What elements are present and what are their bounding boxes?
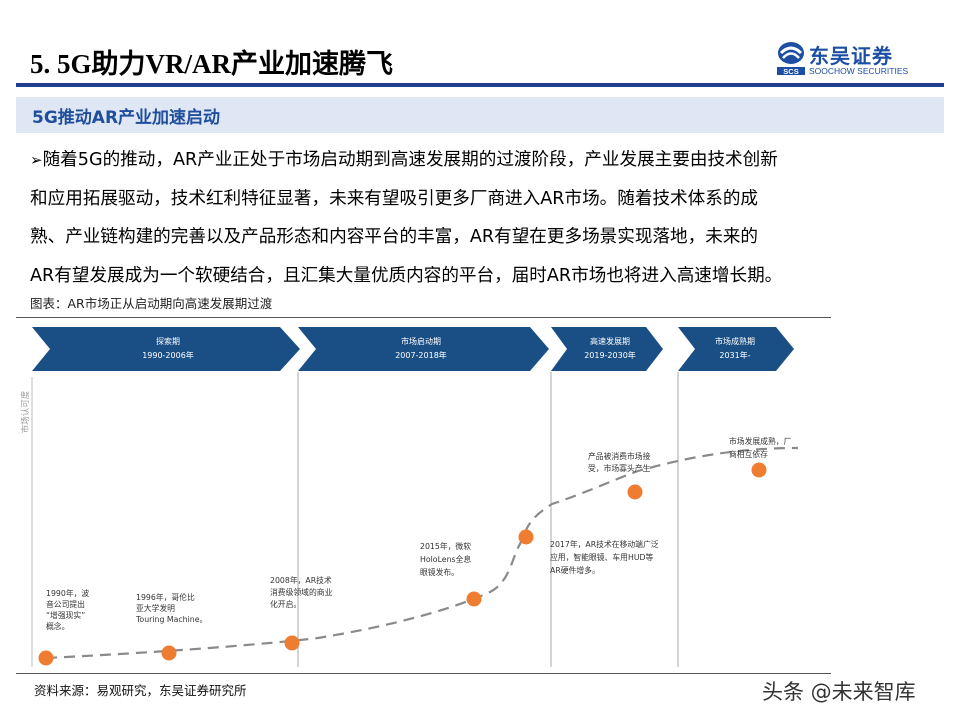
bullet-arrow-icon: ➢ <box>30 151 43 169</box>
milestone-labels: 1990年，波 音公司提出 “增强现实” 概念。 1996年，哥伦比 亚大学发明… <box>46 436 792 631</box>
milestone-text: 应用，智能眼镜、车用HUD等 <box>550 552 654 562</box>
phase-years: 1990-2006年 <box>142 350 194 360</box>
milestone-note: 2008年，AR技术 消费级领域的商业 化开启。 <box>270 575 333 609</box>
milestone-marker <box>466 591 482 607</box>
milestone-text: Touring Machine。 <box>135 615 207 624</box>
figure-top-rule <box>16 317 831 318</box>
milestone-text: 眼镜发布。 <box>420 567 459 577</box>
milestone-note: 2017年，AR技术在移动端广泛 应用，智能眼镜、车用HUD等 AR硬件增多。 <box>550 539 659 575</box>
logo-text-cn: 东吴证券 <box>809 44 893 68</box>
figure-bottom-rule <box>16 673 831 674</box>
milestone-marker <box>38 650 54 666</box>
milestone-text: 市场发展成熟，厂 <box>729 436 792 446</box>
milestone-note: 1990年，波 音公司提出 “增强现实” 概念。 <box>46 588 89 631</box>
bullet-line: 熟、产业链构建的完善以及产品形态和内容平台的丰富，AR有望在更多场景实现落地，未… <box>30 227 759 248</box>
bullet-line: AR有望发展成为一个软硬结合，且汇集大量优质内容的平台，届时AR市场也将进入高速… <box>30 265 783 286</box>
logo-text-en: SOOCHOW SECURITIES <box>809 66 909 76</box>
milestone-text: 2017年，AR技术在移动端广泛 <box>550 539 659 549</box>
milestone-text: 1996年，哥伦比 <box>136 592 195 602</box>
milestone-text: 商相互依存 <box>729 449 768 459</box>
phase-labels: 探索期 1990-2006年 市场启动期 2007-2018年 高速发展期 20… <box>142 336 755 360</box>
milestone-note: 产品被消费市场接 受，市场寡头产生 <box>588 451 651 473</box>
milestone-note: 市场发展成熟，厂 商相互依存 <box>729 436 792 459</box>
phase-arrow <box>678 327 794 371</box>
svg-text:SCS: SCS <box>783 67 798 76</box>
milestone-text: 1990年，波 <box>46 588 89 598</box>
phase-arrows <box>32 327 794 371</box>
milestone-text: 化开启。 <box>270 599 301 609</box>
section-heading: 5G推动AR产业加速启动 <box>32 108 221 128</box>
phase-dividers <box>297 372 679 667</box>
bullet-line: ➢随着5G的推动，AR产业正处于市场启动期到高速发展期的过渡阶段，产业发展主要由… <box>30 141 942 180</box>
milestone-text: 2008年，AR技术 <box>270 575 332 585</box>
milestone-text: 概念。 <box>46 621 69 631</box>
milestone-text: AR硬件增多。 <box>550 565 600 575</box>
bullet-line: 和应用拓展驱动，技术红利特征显著，未来有望吸引更多厂商进入AR市场。随着技术体系… <box>30 188 759 209</box>
watermark: 头条 @未来智库 <box>762 680 916 704</box>
milestone-markers <box>38 462 767 666</box>
milestone-marker <box>627 484 643 500</box>
milestone-text: 2015年，微软 <box>420 541 471 551</box>
title-underline <box>16 83 944 87</box>
source-note: 资料来源：易观研究，东吴证券研究所 <box>34 683 247 698</box>
milestone-text: 音公司提出 <box>46 599 85 609</box>
phase-name: 市场启动期 <box>401 336 441 346</box>
milestone-note: 1996年，哥伦比 亚大学发明 Touring Machine。 <box>135 592 207 624</box>
phase-years: 2031年- <box>719 350 750 360</box>
milestone-note: 2015年，微软 HoloLens全息 眼镜发布。 <box>420 541 471 577</box>
milestone-marker <box>518 529 534 545</box>
phase-arrow <box>551 327 663 371</box>
section-banner: 5G推动AR产业加速启动 <box>16 97 944 133</box>
milestone-text: 产品被消费市场接 <box>588 451 651 461</box>
growth-curve <box>45 446 799 660</box>
bullet-text: 随着5G的推动，AR产业正处于市场启动期到高速发展期的过渡阶段，产业发展主要由技… <box>42 150 778 170</box>
milestone-text: HoloLens全息 <box>420 554 471 564</box>
phase-years: 2007-2018年 <box>395 350 447 360</box>
milestone-text: “增强现实” <box>46 610 85 620</box>
milestone-text: 受，市场寡头产生 <box>588 463 651 473</box>
company-logo: SCS 东吴证券 SOOCHOW SECURITIES <box>776 40 926 80</box>
phase-name: 高速发展期 <box>590 336 630 346</box>
milestone-text: 亚大学发明 <box>136 603 175 613</box>
phase-name: 市场成熟期 <box>715 336 755 346</box>
figure-caption: 图表：AR市场正从启动期向高速发展期过渡 <box>30 296 273 311</box>
phase-years: 2019-2030年 <box>584 350 636 360</box>
logo-mark-icon: SCS <box>777 42 805 76</box>
timeline-figure: 探索期 1990-2006年 市场启动期 2007-2018年 高速发展期 20… <box>20 327 799 667</box>
milestone-marker <box>284 635 300 651</box>
milestone-text: 消费级领域的商业 <box>270 587 333 597</box>
milestone-marker <box>161 645 177 661</box>
y-axis-label: 市场认可度 <box>20 390 31 433</box>
bullet-paragraph: ➢随着5G的推动，AR产业正处于市场启动期到高速发展期的过渡阶段，产业发展主要由… <box>30 141 942 295</box>
phase-arrow <box>298 327 549 371</box>
phase-arrow <box>32 327 300 371</box>
phase-name: 探索期 <box>156 336 180 346</box>
milestone-marker <box>751 462 767 478</box>
page-title: 5. 5G助力VR/AR产业加速腾飞 <box>30 49 393 79</box>
